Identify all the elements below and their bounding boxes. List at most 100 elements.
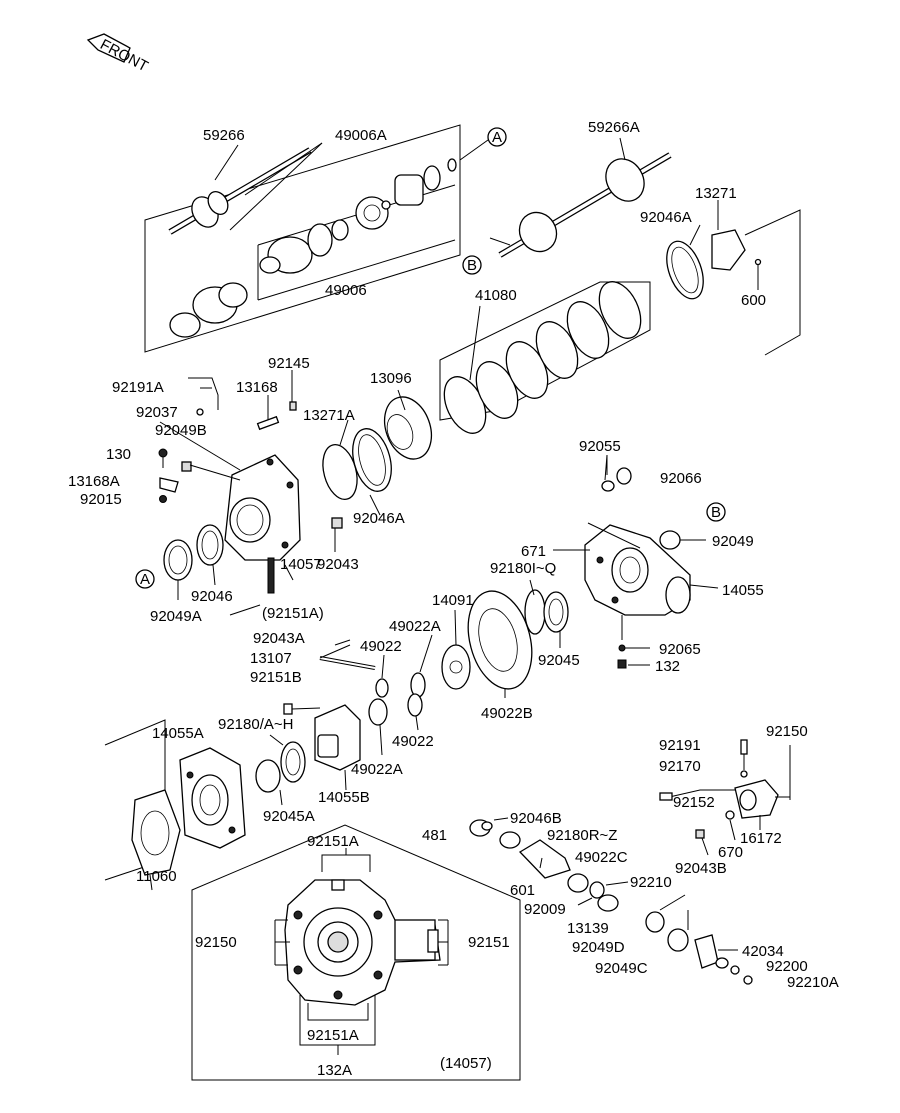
label-14057: 14057 bbox=[280, 556, 322, 573]
label-49022-top: 49022 bbox=[360, 638, 402, 655]
label-14091: 14091 bbox=[432, 592, 474, 609]
sensor-16172 bbox=[734, 779, 779, 819]
label-92045: 92045 bbox=[538, 652, 580, 669]
gear-13096 bbox=[383, 396, 433, 460]
dipstick-92191A bbox=[188, 377, 219, 410]
bearing-92045 bbox=[543, 591, 569, 633]
label-92046: 92046 bbox=[191, 588, 233, 605]
label-49022A-bottom: 49022A bbox=[351, 761, 403, 778]
label-49006: 49006 bbox=[325, 282, 367, 299]
part-labels: 59266 49006A 49006 59266A 13271 92046A 6… bbox=[68, 119, 839, 1079]
housing-14055A bbox=[179, 747, 246, 849]
label-92066: 92066 bbox=[660, 470, 702, 487]
label-92151A-inset-top: 92151A bbox=[307, 833, 359, 850]
label-49022C: 49022C bbox=[575, 849, 628, 866]
label-92043B: 92043B bbox=[675, 860, 727, 877]
label-16172: 16172 bbox=[740, 830, 782, 847]
label-13168: 13168 bbox=[236, 379, 278, 396]
ring-92180AH bbox=[255, 759, 281, 793]
label-13271: 13271 bbox=[695, 185, 737, 202]
svg-text:B: B bbox=[467, 257, 477, 274]
ring-92180RZ bbox=[499, 831, 521, 849]
clutch-kit-frame bbox=[439, 281, 651, 421]
shaft-kit-frame bbox=[144, 124, 461, 353]
plate-13271 bbox=[711, 229, 746, 271]
ref-circle-b-left: B bbox=[462, 255, 482, 275]
differential-case-14091 bbox=[441, 644, 471, 690]
label-92009: 92009 bbox=[524, 901, 566, 918]
label-132A: 132A bbox=[317, 1062, 352, 1079]
label-14055: 14055 bbox=[722, 582, 764, 599]
bearing-601 bbox=[567, 873, 589, 893]
housing-14055 bbox=[584, 524, 691, 616]
label-92151A-paren: (92151A) bbox=[262, 605, 324, 622]
label-92049B: 92049B bbox=[155, 422, 207, 439]
label-92015: 92015 bbox=[80, 491, 122, 508]
label-92043: 92043 bbox=[317, 556, 359, 573]
label-92145: 92145 bbox=[268, 355, 310, 372]
label-59266A: 59266A bbox=[588, 119, 640, 136]
label-49006A: 49006A bbox=[335, 127, 387, 144]
label-41080: 41080 bbox=[475, 287, 517, 304]
ring-gear-49022B bbox=[467, 590, 533, 690]
label-92150-inset: 92150 bbox=[195, 934, 237, 951]
label-92152: 92152 bbox=[673, 794, 715, 811]
label-670: 670 bbox=[718, 844, 743, 861]
ring-92180IQ bbox=[524, 589, 546, 635]
pinion-49022C bbox=[518, 839, 571, 879]
ring-92046A bbox=[352, 428, 392, 492]
bearing-92045A bbox=[280, 741, 306, 783]
label-481: 481 bbox=[422, 827, 447, 844]
label-92049: 92049 bbox=[712, 533, 754, 550]
label-92151A-inset-bottom: 92151A bbox=[307, 1027, 359, 1044]
label-92200: 92200 bbox=[766, 958, 808, 975]
label-59266: 59266 bbox=[203, 127, 245, 144]
label-92049C: 92049C bbox=[595, 960, 648, 977]
clutch-plates-41080 bbox=[443, 281, 642, 434]
label-92055: 92055 bbox=[579, 438, 621, 455]
label-92150-right: 92150 bbox=[766, 723, 808, 740]
label-132: 132 bbox=[655, 658, 680, 675]
label-49022-bottom: 49022 bbox=[392, 733, 434, 750]
label-92210A: 92210A bbox=[787, 974, 839, 991]
label-92049D: 92049D bbox=[572, 939, 625, 956]
seal-92046A bbox=[666, 240, 704, 300]
label-92170: 92170 bbox=[659, 758, 701, 775]
label-13107: 13107 bbox=[250, 650, 292, 667]
front-marker-label: FRONT bbox=[97, 36, 151, 75]
label-92180A-H: 92180/A~H bbox=[218, 716, 293, 733]
label-92151-inset: 92151 bbox=[468, 934, 510, 951]
label-92180R-Z: 92180R~Z bbox=[547, 827, 617, 844]
label-14055A: 14055A bbox=[152, 725, 204, 742]
label-92046A: 92046A bbox=[640, 209, 692, 226]
bearing-92046 bbox=[196, 524, 224, 566]
label-13096: 13096 bbox=[370, 370, 412, 387]
label-92065: 92065 bbox=[659, 641, 701, 658]
label-92045A: 92045A bbox=[263, 808, 315, 825]
label-92151B: 92151B bbox=[250, 669, 302, 686]
label-92049A: 92049A bbox=[150, 608, 202, 625]
ref-circle-a-top: A bbox=[487, 127, 507, 147]
bolt-13168 bbox=[256, 415, 280, 431]
label-49022B: 49022B bbox=[481, 705, 533, 722]
label-92210: 92210 bbox=[630, 874, 672, 891]
seal-92049 bbox=[659, 530, 681, 550]
label-92046B: 92046B bbox=[510, 810, 562, 827]
label-42034: 42034 bbox=[742, 943, 784, 960]
label-130: 130 bbox=[106, 446, 131, 463]
label-13271A: 13271A bbox=[303, 407, 355, 424]
housing-14057-front-view bbox=[284, 879, 441, 1006]
drive-shaft-59266 bbox=[168, 147, 312, 235]
label-49022A-top: 49022A bbox=[389, 618, 441, 635]
ref-circle-a-left: A bbox=[135, 569, 155, 589]
gasket-11060 bbox=[131, 789, 181, 876]
label-92043A: 92043A bbox=[253, 630, 305, 647]
front-arrow-icon: FRONT bbox=[86, 33, 151, 75]
label-14055B: 14055B bbox=[318, 789, 370, 806]
svg-text:A: A bbox=[492, 129, 502, 146]
label-13139: 13139 bbox=[567, 920, 609, 937]
drive-shaft-59266A bbox=[498, 152, 672, 258]
svg-text:B: B bbox=[711, 504, 721, 521]
